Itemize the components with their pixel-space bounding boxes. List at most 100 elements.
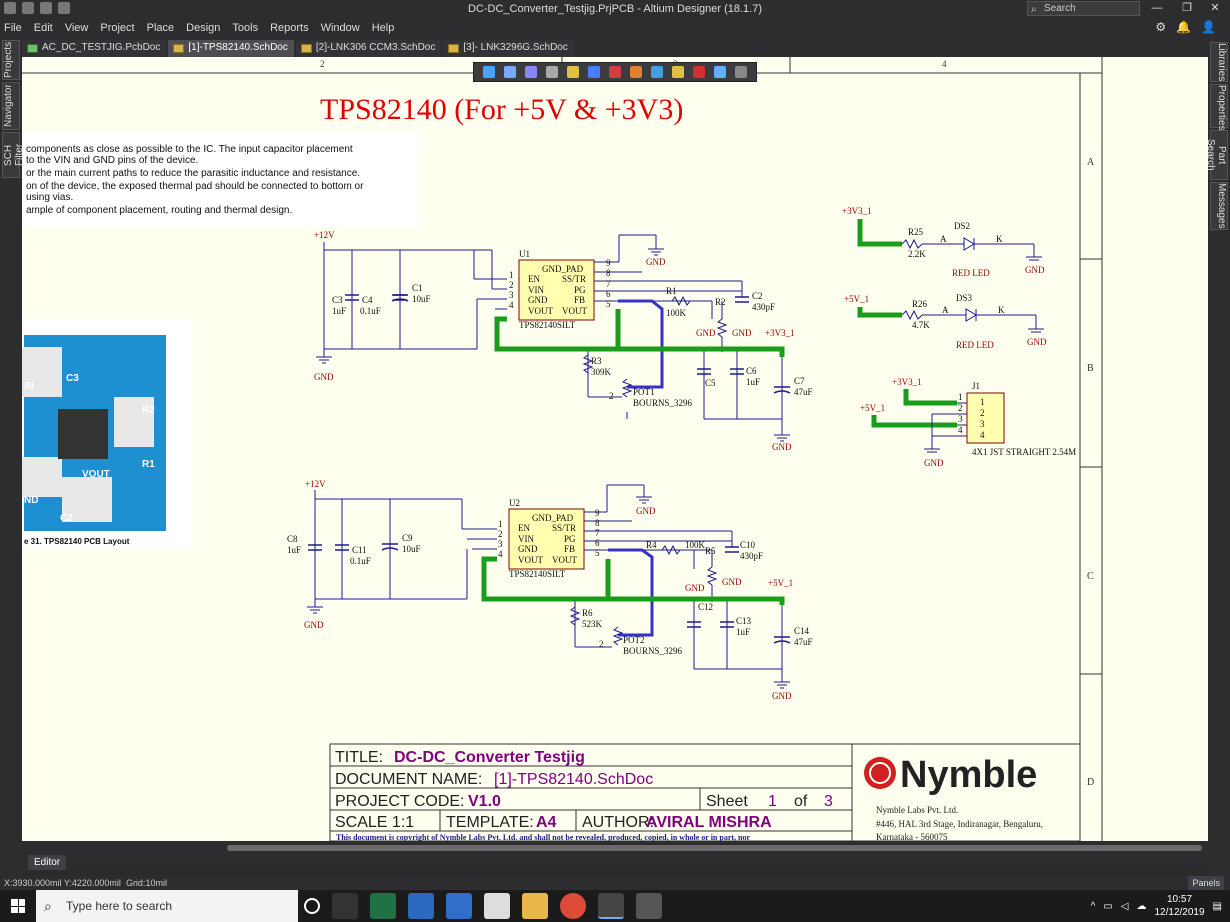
search-placeholder: Search — [1044, 3, 1076, 14]
start-button[interactable] — [0, 890, 36, 922]
sourcetree-icon[interactable] — [446, 893, 472, 919]
menu-project[interactable]: Project — [100, 22, 135, 34]
volume-icon[interactable]: ◁ — [1120, 900, 1129, 912]
tab-tps82140-sch[interactable]: [1]-TPS82140.SchDoc — [168, 40, 294, 57]
pin-num: 2 — [609, 391, 614, 401]
company-addr2: #446, HAL 3rd Stage, Indiranagar, Bengal… — [876, 819, 1043, 829]
u2-num: 6 — [595, 538, 600, 548]
chevron-up-icon[interactable]: ^ — [1090, 900, 1096, 912]
directive-icon[interactable] — [693, 66, 706, 78]
editor-bar: Editor — [22, 855, 1208, 870]
u2-pin-en: EN — [518, 523, 530, 533]
r25-ref: R25 — [908, 227, 924, 237]
cortana-icon[interactable] — [304, 898, 320, 914]
editor-tab[interactable]: Editor — [28, 855, 67, 870]
tab-ac-dc-pcb[interactable]: AC_DC_TESTJIG.PcbDoc — [22, 40, 167, 57]
port-icon[interactable] — [651, 66, 664, 78]
align-icon[interactable] — [545, 66, 558, 78]
r26-ref: R26 — [912, 299, 928, 309]
select-icon[interactable] — [524, 66, 537, 78]
cloud-icon[interactable]: ☁ — [1136, 900, 1147, 912]
user-icon[interactable]: 👤 — [1201, 20, 1216, 34]
search-input[interactable]: ⌕Search — [1027, 1, 1140, 16]
pcb-label: C3 — [66, 373, 79, 384]
sch-doc-icon — [300, 44, 312, 53]
network-icon[interactable]: ▭ — [1103, 900, 1113, 912]
net-label-icon[interactable] — [672, 66, 685, 78]
pcb-label: R1 — [142, 459, 155, 470]
save-icon[interactable] — [4, 2, 16, 14]
tab-lnk3296g-sch[interactable]: [3]- LNK3296G.SchDoc — [443, 40, 574, 57]
file-explorer-icon[interactable] — [522, 893, 548, 919]
j1-pin: 1 — [980, 397, 985, 407]
panel-tab-messages[interactable]: Messages — [1210, 182, 1228, 230]
arc-icon[interactable] — [735, 66, 748, 78]
place-part-icon[interactable] — [566, 66, 579, 78]
notification-icon[interactable]: 🔔 — [1176, 20, 1192, 34]
zone-col-2: 2 — [320, 59, 325, 69]
menu-file[interactable]: File — [4, 22, 22, 34]
harness-icon[interactable] — [629, 66, 642, 78]
tb-template-label: TEMPLATE: — [446, 814, 534, 831]
wire-icon[interactable] — [587, 66, 600, 78]
panel-tab-sch-filter[interactable]: SCH Filter — [2, 132, 25, 178]
close-button[interactable]: ✕ — [1210, 2, 1220, 14]
task-view-icon[interactable] — [332, 893, 358, 919]
u1-body[interactable] — [518, 259, 595, 321]
app-icon[interactable] — [636, 893, 662, 919]
panel-tab-projects[interactable]: Projects — [2, 40, 20, 80]
menu-tools[interactable]: Tools — [232, 22, 259, 34]
minimize-button[interactable]: — — [1151, 2, 1163, 14]
panel-tab-part-search[interactable]: Part Search — [1205, 130, 1228, 180]
panels-button[interactable]: Panels — [1188, 876, 1224, 890]
nymble-logo-icon — [864, 757, 896, 789]
j1-num: 1 — [958, 392, 963, 402]
tab-label: [2]-LNK306 CCM3.SchDoc — [315, 42, 436, 53]
menu-reports[interactable]: Reports — [270, 22, 309, 34]
led-wires — [901, 237, 1044, 333]
undo-icon[interactable] — [40, 2, 52, 14]
move-icon[interactable] — [503, 66, 516, 78]
power-port-icon[interactable] — [608, 66, 621, 78]
menu-window[interactable]: Window — [320, 22, 360, 34]
tab-lnk306-sch[interactable]: [2]-LNK306 CCM3.SchDoc — [295, 40, 442, 57]
j1-body[interactable] — [966, 392, 1005, 444]
menu-view[interactable]: View — [64, 22, 89, 34]
altium-icon[interactable] — [598, 893, 624, 919]
taskbar-search[interactable]: ⌕Type here to search — [36, 890, 298, 922]
excel-icon[interactable] — [370, 893, 396, 919]
schematic-canvas[interactable]: 2 3 4 A B C D TPS82140 (For +5V & +3V3) … — [22, 57, 1208, 841]
redo-icon[interactable] — [58, 2, 70, 14]
maximize-button[interactable]: ❐ — [1182, 2, 1192, 14]
panel-tab-libraries[interactable]: Libraries — [1210, 42, 1228, 82]
menu-help[interactable]: Help — [371, 22, 395, 34]
menu-edit[interactable]: Edit — [33, 22, 53, 34]
open-icon[interactable] — [22, 2, 34, 14]
panel-tab-navigator[interactable]: Navigator — [2, 82, 20, 130]
panel-tab-properties[interactable]: Properties — [1210, 84, 1228, 131]
note-line: using vias. — [26, 192, 73, 203]
sheet-title: TPS82140 (For +5V & +3V3) — [320, 93, 683, 126]
menu-design[interactable]: Design — [186, 22, 221, 34]
horizontal-scrollbar[interactable] — [22, 841, 1208, 855]
notifications-icon[interactable]: ▤ — [1212, 900, 1222, 912]
scrollbar-thumb[interactable] — [227, 845, 1202, 851]
filter-icon[interactable] — [482, 66, 495, 78]
schematic-drawing: 2 3 4 A B C D TPS82140 (For +5V & +3V3) … — [22, 57, 1103, 841]
j1-pin: 4 — [980, 430, 985, 440]
u1-pin-en: EN — [528, 274, 540, 284]
mx-icon[interactable] — [408, 893, 434, 919]
pin-num: 2 — [599, 639, 604, 649]
u1-pin-vin: VIN — [528, 285, 544, 295]
slack-icon[interactable] — [484, 893, 510, 919]
u1-num: 1 — [509, 270, 514, 280]
text-icon[interactable] — [714, 66, 727, 78]
pcb-label: C2 — [60, 513, 73, 524]
pcb-pad — [22, 347, 62, 397]
gear-icon[interactable]: ⚙ — [1155, 20, 1167, 34]
menu-place[interactable]: Place — [146, 22, 175, 34]
chrome-icon[interactable] — [560, 893, 586, 919]
ds3-ref: DS3 — [956, 293, 973, 303]
u2-body[interactable] — [508, 508, 585, 570]
